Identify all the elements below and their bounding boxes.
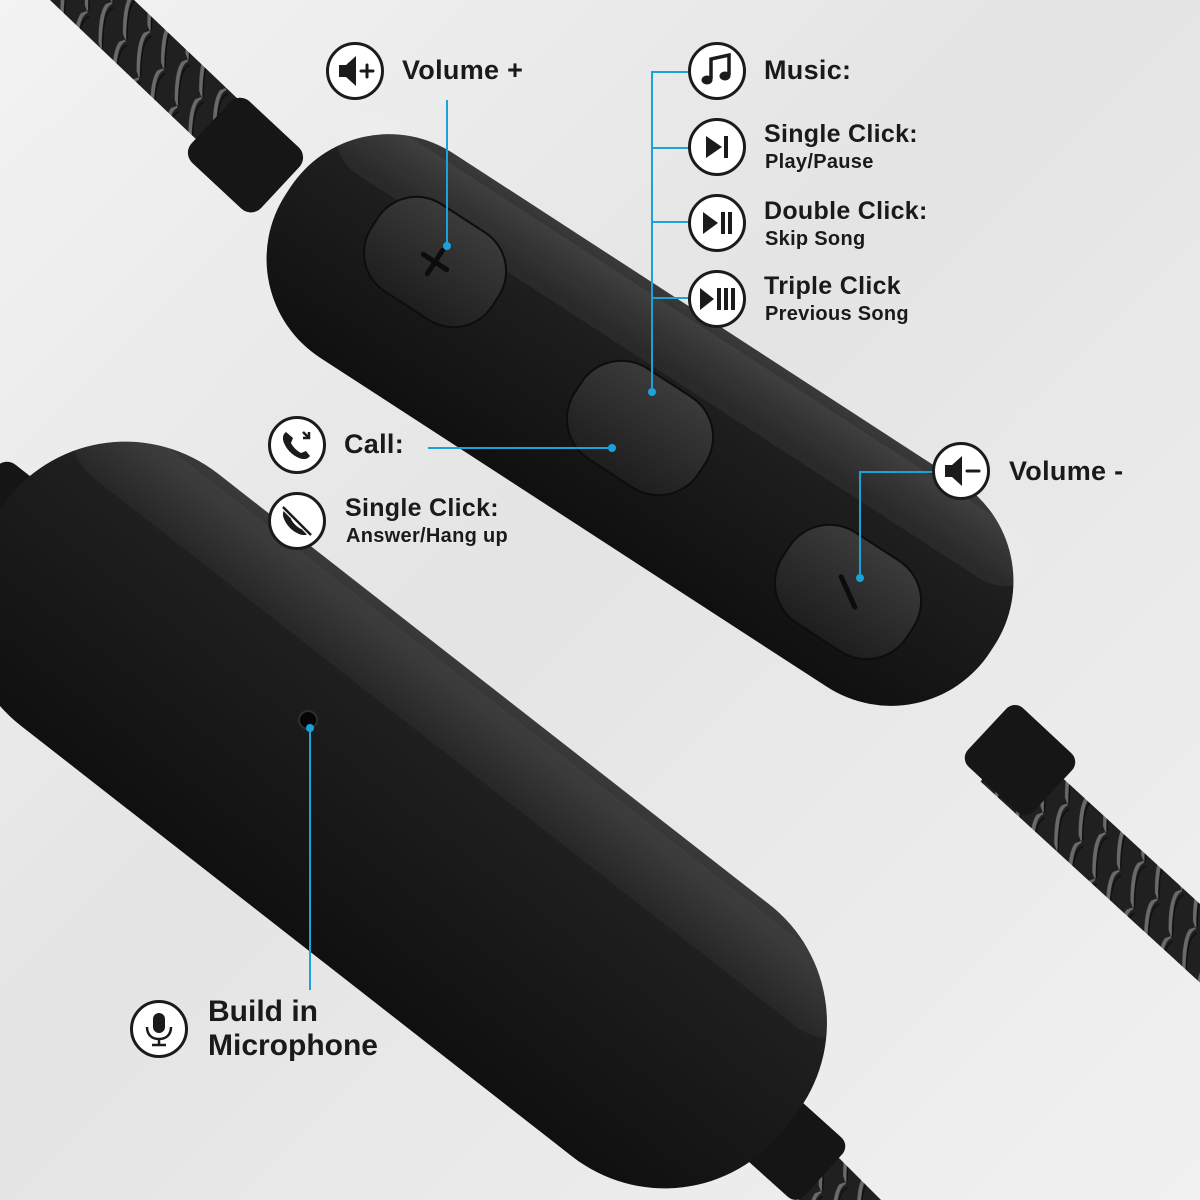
multifunction-button bbox=[565, 359, 715, 497]
volume-up-label: Volume + bbox=[402, 55, 524, 85]
play-double-bar-icon bbox=[688, 194, 746, 252]
call-single-click-label: Single Click: bbox=[345, 494, 499, 522]
skip-song-label: Skip Song bbox=[765, 228, 866, 250]
upper-cable bbox=[49, 0, 1200, 983]
play-pause-label: Play/Pause bbox=[765, 151, 874, 173]
volume-down-button bbox=[773, 523, 923, 661]
volume-down-label: Volume - bbox=[1009, 456, 1124, 486]
previous-song-label: Previous Song bbox=[765, 303, 909, 325]
callout-dots bbox=[306, 242, 864, 732]
microphone-icon bbox=[130, 1000, 188, 1058]
music-label: Music: bbox=[764, 55, 852, 85]
play-bar-icon bbox=[688, 118, 746, 176]
double-click-label: Double Click: bbox=[764, 197, 928, 225]
answer-hang-up-label: Answer/Hang up bbox=[346, 525, 508, 547]
volume-up-button bbox=[362, 195, 508, 329]
microphone-label-line1: Build in bbox=[208, 995, 318, 1028]
triple-click-label: Triple Click bbox=[764, 272, 901, 300]
speaker-plus-icon bbox=[326, 42, 384, 100]
lower-remote bbox=[0, 411, 858, 1189]
call-label: Call: bbox=[344, 429, 405, 459]
phone-call-icon bbox=[268, 416, 326, 474]
callout-lines bbox=[309, 71, 932, 990]
speaker-minus-icon bbox=[932, 442, 990, 500]
phone-hangup-icon bbox=[268, 492, 326, 550]
music-note-icon bbox=[688, 42, 746, 100]
play-triple-bar-icon bbox=[688, 270, 746, 328]
microphone-label-line2: Microphone bbox=[208, 1029, 378, 1062]
single-click-label: Single Click: bbox=[764, 120, 918, 148]
